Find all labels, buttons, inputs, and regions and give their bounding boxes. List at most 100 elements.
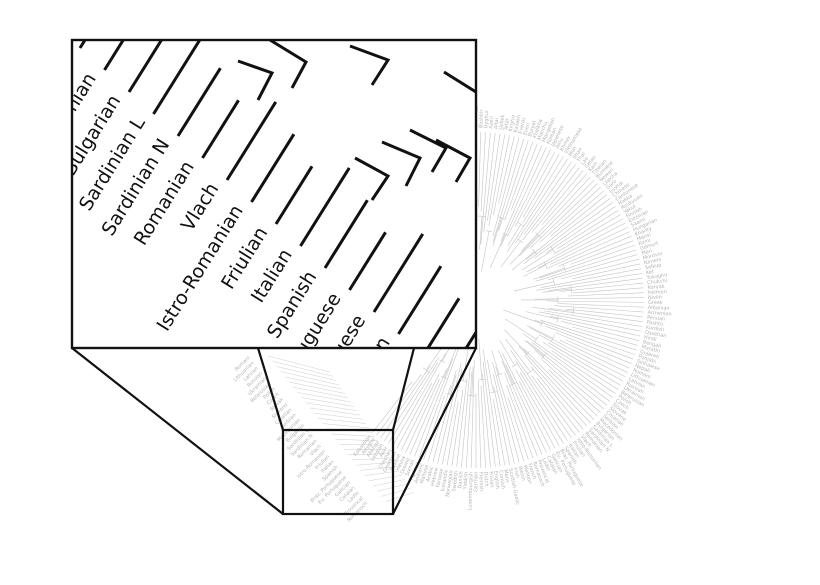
tree-branch (297, 392, 352, 403)
tree-branch (318, 418, 367, 424)
tree-branch (347, 453, 388, 456)
tree-leaf-label: Persian (647, 315, 666, 323)
zoom-inset-branches (78, 40, 476, 348)
tree-branch (522, 153, 560, 218)
tree-leaf-label: Dutch (482, 472, 489, 487)
tree-branch (545, 206, 616, 254)
tree-branch (505, 364, 547, 453)
tree-clade-arc (541, 352, 547, 360)
tree-branch (507, 149, 551, 237)
tree-branch (504, 372, 538, 457)
tree-clade-stem (500, 240, 521, 268)
tree-leaf-label: English (492, 471, 500, 490)
tree-branch (525, 356, 588, 427)
tree-leaf-label: Punjabi (638, 354, 657, 366)
tree-branch (483, 133, 496, 233)
tree-branch (558, 235, 632, 267)
tree-clade-stem (462, 344, 470, 382)
tree-branch (572, 263, 641, 280)
tree-branch (335, 438, 379, 442)
tree-leaf-label: Komi (638, 238, 652, 248)
tree-branch (531, 170, 584, 233)
tree-leaf-label: Lao (580, 156, 590, 167)
tree-leaf-label: Buryat (527, 120, 538, 138)
tree-branch (267, 355, 331, 373)
tree-branch (501, 360, 543, 455)
tree-branch (534, 349, 605, 410)
zoom-branch (299, 167, 351, 247)
tree-clade-stem (471, 366, 474, 396)
tree-branch (523, 348, 595, 420)
radial-tree-leaf-labels: BretonSanskritTokharianChuvashBashkirUyg… (233, 103, 672, 523)
tree-branch (570, 240, 634, 265)
tree-leaf-label: Ket (645, 269, 654, 276)
tree-branch (492, 137, 520, 237)
tree-branch (405, 378, 440, 453)
tree-clade-stem (498, 350, 514, 385)
tree-branch (572, 326, 638, 346)
tree-branch (510, 349, 572, 439)
tree-clade-arc (485, 230, 493, 233)
tree-leaf-label: Mon (568, 146, 579, 158)
tree-leaf-label: Flemish (477, 472, 484, 492)
tree-leaf-label: Uyghur (483, 109, 490, 128)
tree-leaf-label: Walloon (522, 464, 533, 485)
tree-branch (518, 345, 591, 424)
tree-branch (305, 402, 358, 411)
zoom-clade-connector (435, 138, 473, 183)
tree-clade-stem (503, 309, 542, 324)
tree-branch (542, 341, 619, 390)
tree-clade-stem (481, 231, 490, 272)
tree-clade-stem (479, 216, 483, 250)
tree-branch (493, 135, 510, 215)
tree-branch (409, 368, 447, 455)
tree-branch (561, 321, 640, 341)
tree-leaf-label: Yukaghir (645, 272, 669, 281)
tree-clade-stem (521, 249, 554, 271)
tree-clade-stem (491, 350, 500, 375)
tree-clade-arc (511, 363, 518, 368)
tree-clade-stem (533, 267, 565, 280)
zoom-clade-connector (409, 128, 449, 173)
tree-branch (540, 268, 642, 288)
zoom-clade-connector (349, 44, 391, 86)
tree-branch (546, 300, 644, 303)
tree-branch (529, 183, 598, 250)
tree-clade-stem (523, 264, 546, 277)
tree-clade-arc (517, 222, 525, 227)
tree-leaf-label: Greek (648, 300, 663, 306)
tree-leaf-label: Itelmen (648, 289, 667, 296)
zoom-connector-right (392, 347, 477, 515)
tree-clade-stem (425, 346, 444, 371)
tree-leaf-label: Nenets (643, 257, 662, 267)
zoom-branch (323, 199, 369, 269)
tree-clade-stem (542, 288, 572, 293)
tree-branch (550, 315, 641, 337)
tree-leaf-label: Marathi (641, 344, 661, 355)
tree-branch (322, 423, 370, 429)
tree-branch (400, 373, 440, 451)
tree-clade-arc (544, 262, 548, 269)
tree-branch (498, 140, 529, 231)
tree-leaf-label: Uzbek (498, 114, 506, 130)
tree-branch (538, 222, 626, 269)
tree-clade-stem (513, 281, 554, 292)
tree-leaf-label: Kirghiz (508, 114, 517, 132)
tree-branch (548, 254, 638, 280)
tree-branch (507, 396, 529, 460)
tree-branch (506, 384, 534, 459)
tree-branch (456, 378, 468, 467)
tree-branch (288, 381, 346, 394)
tree-leaf-label: Bengali (642, 339, 662, 349)
tree-branch (493, 138, 524, 242)
tree-branch (437, 363, 462, 464)
zoom-branch (127, 40, 164, 93)
tree-clade-arc (532, 248, 537, 255)
tree-leaf-label: Hebrew (430, 467, 440, 487)
tree-branch (488, 134, 506, 227)
tree-leaf-label: Manx (502, 469, 510, 483)
tree-leaf-label: Bashkir (478, 108, 485, 128)
tree-branch (356, 462, 394, 466)
